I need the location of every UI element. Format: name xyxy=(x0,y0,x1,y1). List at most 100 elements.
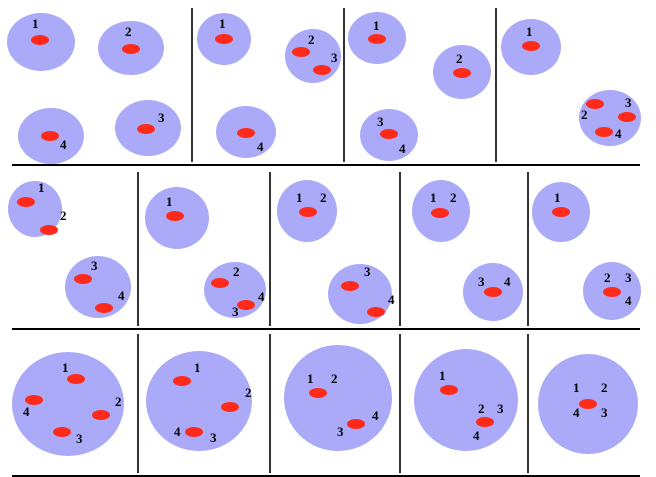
data-point xyxy=(586,99,604,109)
point-label: 4 xyxy=(388,292,395,307)
data-point xyxy=(53,427,71,437)
point-label: 1 xyxy=(430,190,437,205)
point-label: 1 xyxy=(32,16,39,31)
data-point xyxy=(92,410,110,420)
data-point xyxy=(618,112,636,122)
data-point xyxy=(25,395,43,405)
data-point xyxy=(41,131,59,141)
data-point xyxy=(368,34,386,44)
data-point xyxy=(347,419,365,429)
data-point xyxy=(522,41,540,51)
point-label: 1 xyxy=(439,368,446,383)
data-point xyxy=(74,274,92,284)
data-point xyxy=(595,127,613,137)
data-point xyxy=(215,34,233,44)
point-label: 4 xyxy=(118,288,125,303)
points xyxy=(17,34,636,437)
data-point xyxy=(31,35,49,45)
point-label: 4 xyxy=(399,141,406,156)
data-point xyxy=(380,129,398,139)
data-point xyxy=(341,281,359,291)
point-label: 1 xyxy=(166,194,173,209)
point-label: 2 xyxy=(601,380,608,395)
cluster-blob xyxy=(12,352,124,456)
point-label: 2 xyxy=(581,107,588,122)
point-label: 4 xyxy=(174,424,181,439)
data-point xyxy=(185,427,203,437)
point-label: 1 xyxy=(38,180,45,195)
row-separators xyxy=(12,164,640,477)
data-point xyxy=(313,65,331,75)
data-point xyxy=(431,208,449,218)
point-label: 3 xyxy=(76,431,83,446)
point-label: 1 xyxy=(194,360,201,375)
point-label: 2 xyxy=(456,51,463,66)
point-label: 2 xyxy=(308,32,315,47)
point-label: 3 xyxy=(158,110,165,125)
point-label: 1 xyxy=(62,360,69,375)
point-label: 4 xyxy=(473,428,480,443)
point-label: 4 xyxy=(573,405,580,420)
point-label: 3 xyxy=(364,264,371,279)
point-label: 1 xyxy=(373,18,380,33)
point-label: 2 xyxy=(115,394,122,409)
data-point xyxy=(476,417,494,427)
point-label: 2 xyxy=(245,385,252,400)
point-label: 2 xyxy=(233,264,240,279)
point-label: 3 xyxy=(478,274,485,289)
data-point xyxy=(453,68,471,78)
data-point xyxy=(237,300,255,310)
point-label: 2 xyxy=(604,270,611,285)
point-label: 3 xyxy=(377,114,384,129)
data-point xyxy=(211,278,229,288)
data-point xyxy=(122,44,140,54)
point-label: 4 xyxy=(60,137,67,152)
data-point xyxy=(292,47,310,57)
point-label: 2 xyxy=(125,24,132,39)
cluster-blob xyxy=(146,351,252,451)
data-point xyxy=(95,303,113,313)
point-label: 3 xyxy=(625,95,632,110)
point-label: 2 xyxy=(320,190,327,205)
point-label: 1 xyxy=(526,24,533,39)
point-label: 2 xyxy=(60,208,67,223)
data-point xyxy=(137,124,155,134)
cluster-blob xyxy=(414,349,518,451)
data-point xyxy=(299,207,317,217)
data-point xyxy=(221,402,239,412)
point-label: 3 xyxy=(337,424,344,439)
point-label: 3 xyxy=(91,258,98,273)
data-point xyxy=(17,197,35,207)
data-point xyxy=(603,287,621,297)
data-point xyxy=(552,207,570,217)
point-label: 1 xyxy=(554,190,561,205)
data-point xyxy=(67,374,85,384)
data-point xyxy=(579,399,597,409)
cluster-blob xyxy=(65,256,131,318)
point-label: 4 xyxy=(372,408,379,423)
point-label: 3 xyxy=(601,405,608,420)
panel-separators xyxy=(137,8,529,473)
point-label: 1 xyxy=(307,371,314,386)
point-label: 4 xyxy=(615,126,622,141)
point-label: 3 xyxy=(625,270,632,285)
data-point xyxy=(40,225,58,235)
point-label: 1 xyxy=(296,190,303,205)
point-label: 1 xyxy=(573,380,580,395)
data-point xyxy=(367,307,385,317)
point-label: 4 xyxy=(23,404,30,419)
point-label: 1 xyxy=(219,16,226,31)
point-label: 2 xyxy=(331,371,338,386)
point-label: 4 xyxy=(258,289,265,304)
data-point xyxy=(440,385,458,395)
data-point xyxy=(309,388,327,398)
cluster-blob xyxy=(284,345,392,451)
point-label: 3 xyxy=(232,304,239,319)
point-label: 2 xyxy=(450,190,457,205)
point-label: 3 xyxy=(331,50,338,65)
data-point xyxy=(237,128,255,138)
point-label: 2 xyxy=(478,401,485,416)
data-point xyxy=(484,287,502,297)
point-label: 4 xyxy=(625,293,632,308)
